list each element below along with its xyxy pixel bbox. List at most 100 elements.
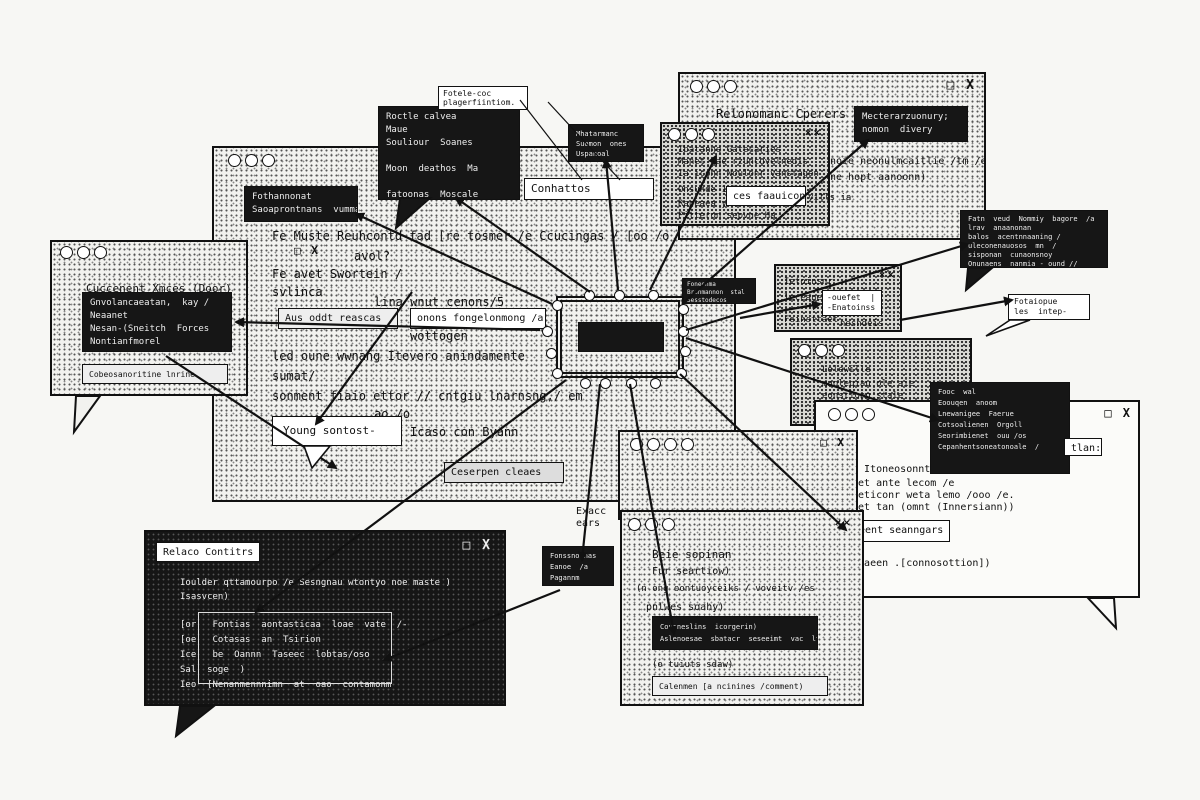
right-bottom-traffic-lights[interactable] <box>828 408 875 421</box>
right-mid-line-1: Lolewille <box>822 365 871 375</box>
central-line-2: avol? <box>354 249 391 263</box>
central-line-9: led oune wwnang Itevero anindamente <box>272 349 525 363</box>
top-small-dark: Mhatarmanc Suomon ones Uspanoal <box>568 124 644 162</box>
hub-node-n2[interactable] <box>614 290 625 301</box>
central-dark-label: Fothannonat Saoaprontnans vummas <box>244 186 358 222</box>
right-small-box: Fotaiopue les intep- <box>1008 294 1090 320</box>
central-window-traffic-lights[interactable] <box>228 154 275 167</box>
right-bottom-bubble-tail <box>1085 597 1118 631</box>
overlay-line-1: Ibatanne Gatecaries <box>678 145 781 155</box>
bottom-left-rows: [or Fontias aontasticaa loae vate /- [oe… <box>180 620 408 690</box>
hub-node-n3[interactable] <box>648 290 659 301</box>
central-line-8: wottogen <box>410 329 468 343</box>
exec-label-line-2: ears <box>576 518 601 529</box>
hub-node-s3[interactable] <box>626 378 637 389</box>
bottom-mid-line-4: pnlwes soahy) <box>646 602 725 613</box>
connector-small-dark: Foneonma Brenmannon stal Sesstodecos <box>682 278 756 304</box>
left-window-traffic-lights[interactable] <box>60 246 107 259</box>
small-overlay-window: ×× Ibatanne Gatecaries Manet sae rzuncuv… <box>660 122 830 226</box>
bottom-mid-line-2: Fur seartiow) <box>652 566 731 577</box>
right-bottom-line-3: /eeticonr weta lemo /ooo /e. <box>846 490 1015 501</box>
right-bottom-line-4: / et tan (omnt (Innersiann)) <box>846 502 1015 513</box>
mid-right-line-1: Ietoinsnr <box>784 277 833 287</box>
right-mid-line-2: mnoleqiau ole aie <box>822 379 915 389</box>
exec-label-line-1: Exacc <box>576 506 607 517</box>
central-line-10: sumat/ <box>272 369 316 383</box>
top-label-line-2: plagerfiintiom. <box>443 98 516 107</box>
bottom-left-close-icon[interactable]: □ X <box>462 538 492 553</box>
bottom-mid-close-icon[interactable]: ×× <box>834 516 852 529</box>
central-window-controls[interactable]: □ X <box>294 244 320 257</box>
exec-label: Exacc ears <box>570 504 618 534</box>
bottom-mid-footer[interactable]: Calenmen [a ncinines /comment) <box>652 676 828 696</box>
bottom-mid-back-traffic-lights[interactable] <box>630 438 694 451</box>
bottom-left-dark-window: Relaco Contitrs □ X Ioulder qttamourpo /… <box>144 530 506 706</box>
hub-node-ese[interactable] <box>680 346 691 357</box>
right-bottom-line-2: ueet ante lecom /e <box>846 478 955 489</box>
central-onons-box[interactable]: onons fongelonmong /a <box>410 308 546 329</box>
hub-node-sw[interactable] <box>552 368 563 379</box>
top-right-dark-label: Mecterarzuonury; nomon divery <box>854 106 968 142</box>
small-overlay-close-icon[interactable]: ×× <box>804 126 822 139</box>
hub-node-nw[interactable] <box>552 300 563 311</box>
contact-box[interactable]: Conhattos <box>524 178 654 200</box>
top-label-line-1: Fotele-coc <box>443 89 492 98</box>
bottom-left-title: Relaco Contitrs <box>156 542 260 562</box>
bottom-left-line-1: Ioulder qttamourpo /e Sesngnau wtontyo n… <box>180 578 451 588</box>
hub-node-s1[interactable] <box>580 378 591 389</box>
central-line-11: sonment fiaio ettor // cntgiu lnarnsng,/… <box>272 389 583 403</box>
small-overlay-traffic-lights[interactable] <box>668 128 715 141</box>
bottom-left-bubble-tail <box>174 705 217 739</box>
right-bottom-extra: lenaeen .[connosottion]) <box>846 558 991 569</box>
top-right-line-2: ne hopt aanoonn) <box>830 172 927 183</box>
hub-node-s4[interactable] <box>650 378 661 389</box>
central-hub-dark <box>578 322 664 352</box>
overlay-box[interactable]: ces faauicon- <box>726 186 806 206</box>
top-right-line-1: noie neonulmcaitlie /tm /e <box>830 156 986 167</box>
bottom-mid-after: (o tuiuts sdaw) <box>652 660 734 670</box>
mid-right-close-icon[interactable]: ×× <box>878 268 896 281</box>
mid-right-box[interactable]: -ouefet | -Enatoinss <box>822 290 882 316</box>
bottom-left-inner-frame <box>198 612 392 684</box>
right-bottom-box-1[interactable]: tlan: <box>1064 438 1102 456</box>
left-window-dark-panel: Gnvolancaeatan, kay / Neaanet Nesan-(Sne… <box>82 292 232 352</box>
bottom-mid-back-close-icon[interactable]: □ X <box>820 436 846 449</box>
top-right-title: Relonomanc Cperers <box>716 107 847 121</box>
central-line-4: svlinca <box>272 285 323 299</box>
top-dark-panel: Roctle calvea Maue Souliour Soanes Moon … <box>378 106 520 200</box>
central-reascas-box[interactable]: Aus oddt reascas <box>278 308 398 329</box>
right-top-dark-bubble-tail <box>964 267 995 293</box>
mid-right-side-text: nesndeis <box>840 319 884 329</box>
bottom-mid-line-3: (n ong oontuoyceiks / voveitv /es <box>636 584 815 594</box>
right-small-box-tail <box>985 319 1031 337</box>
hub-node-s2[interactable] <box>600 378 611 389</box>
bottom-left-line-2: Isasvcen) <box>180 592 229 602</box>
central-line-1: Fe Muste Reuhcontd fad [re tosmer /e Ccu… <box>272 229 670 243</box>
right-bottom-minimize-icon[interactable]: □ X <box>1104 406 1132 420</box>
hub-node-w[interactable] <box>542 326 553 337</box>
hub-node-ne[interactable] <box>678 304 689 315</box>
bottom-mid-back-window: □ X <box>618 430 858 520</box>
hub-node-wsw[interactable] <box>546 348 557 359</box>
hub-node-e[interactable] <box>678 326 689 337</box>
bottom-mid-dark-box[interactable]: Couoneslins icorgerin) Aslenoesae sbatac… <box>652 616 818 650</box>
top-label: Fotele-coc plagerfiintiom. <box>438 86 528 110</box>
right-top-dark-panel: Fatn veud Nommiy bagore /a lrav anaanona… <box>960 210 1108 268</box>
exec-small-dark: Fonssnoonas Eanoe /a Pagannm <box>542 546 614 586</box>
top-right-traffic-lights[interactable] <box>690 80 737 93</box>
bottom-mid-traffic-lights[interactable] <box>628 518 675 531</box>
arrow-to-right-small-box <box>899 296 1014 322</box>
overlay-line-6: Pitteron sepvne Ha <box>678 211 776 221</box>
bottom-mid-line-1: Beie sopinan <box>652 548 732 561</box>
bottom-mid-window: ×× Beie sopinan Fur seartiow) (n ong oon… <box>620 510 864 706</box>
central-bubble: Young sontost- <box>272 416 402 446</box>
top-right-close-icon[interactable]: □ X <box>946 78 976 93</box>
hub-node-n1[interactable] <box>584 290 595 301</box>
left-window-footer[interactable]: Cobeosanoritine lnrine <box>82 364 228 384</box>
right-mid-traffic-lights[interactable] <box>798 344 845 357</box>
central-lower-text: Icaso con Byann <box>410 425 519 439</box>
left-window-title: Cuccenent Xmces (Door) <box>86 282 232 295</box>
right-bottom-line-1: te Itoneosonnto <box>846 464 937 475</box>
hub-node-se[interactable] <box>676 368 687 379</box>
central-footer-box[interactable]: Ceserpen cleaes <box>444 462 564 483</box>
